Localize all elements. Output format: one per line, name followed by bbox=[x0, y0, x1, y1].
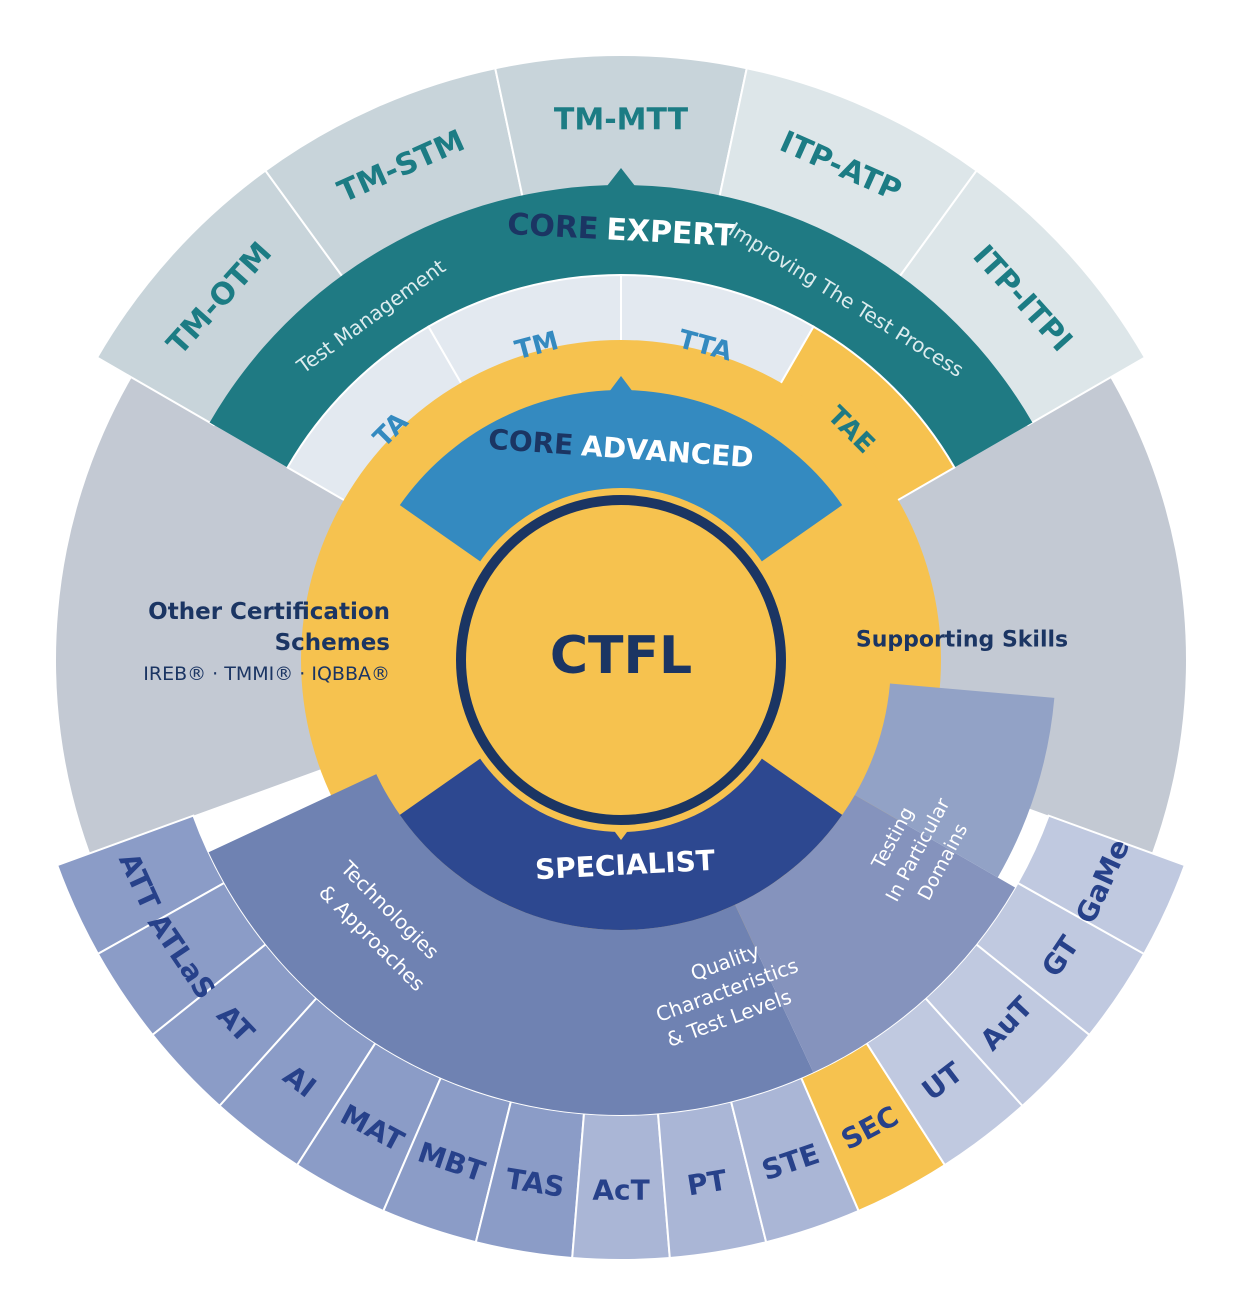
center-ring bbox=[456, 495, 786, 825]
specialist-module-label-pt: PT bbox=[685, 1163, 729, 1202]
other-schemes-line2: Schemes bbox=[275, 630, 390, 656]
core-advanced-prefix: CORE bbox=[487, 422, 574, 461]
core-expert-band bbox=[209, 185, 1033, 468]
core-expert-prefix: CORE bbox=[507, 207, 600, 247]
group-quality bbox=[735, 795, 1016, 1073]
specialist-module-label-act: AcT bbox=[592, 1174, 649, 1207]
advanced-pointer-icon bbox=[609, 376, 633, 392]
center-disc bbox=[449, 488, 793, 832]
other-schemes-line1: Other Certification bbox=[148, 599, 390, 625]
group-technologies bbox=[208, 774, 814, 1115]
supporting-skills-label: Supporting Skills bbox=[856, 628, 1068, 653]
wheel-sectors bbox=[55, 54, 1187, 1261]
expert-module-label-tm-mtt: TM-MTT bbox=[554, 103, 689, 138]
specialist-module-game bbox=[1016, 814, 1187, 956]
outer-ring-left bbox=[55, 377, 362, 854]
core-advanced-band bbox=[399, 390, 843, 563]
group-domains bbox=[854, 683, 1055, 878]
core-expert-word: EXPERT bbox=[606, 212, 737, 254]
expert-pointer-icon bbox=[607, 168, 635, 186]
center-label: CTFL bbox=[550, 626, 692, 686]
other-schemes-list: IREB® · TMMI® · IQBBA® bbox=[143, 663, 390, 685]
specialist-band bbox=[399, 757, 843, 930]
